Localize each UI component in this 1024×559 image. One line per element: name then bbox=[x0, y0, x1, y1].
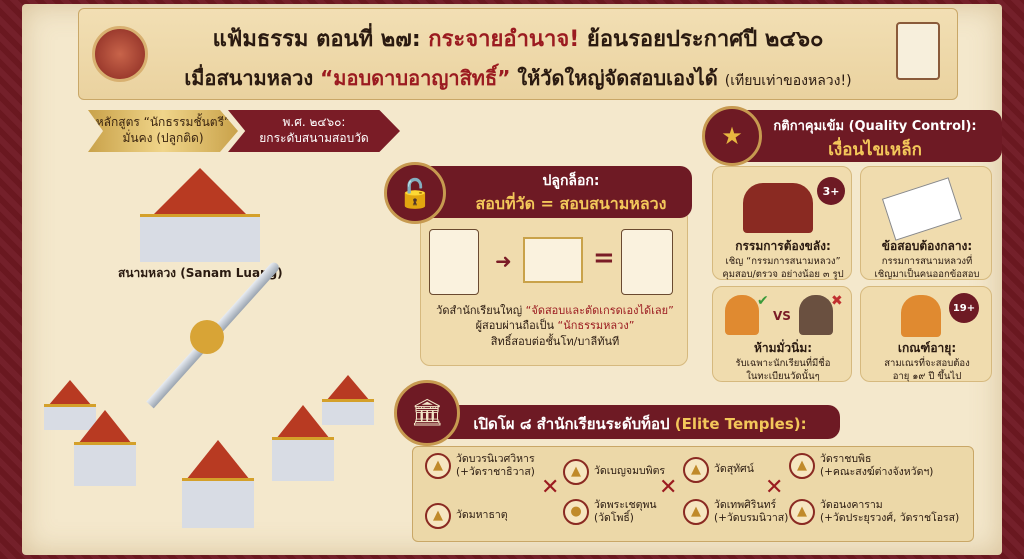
rule-card-exam: ข้อสอบต้องกลาง:กรรมการสนามหลวงที่เชิญมาเ… bbox=[860, 166, 992, 280]
page-subtitle: เมื่อสนามหลวง “มอบดาบอาญาสิทธิ์” ให้วัดใ… bbox=[184, 66, 852, 90]
sanam-luang-label: สนามหลวง (Sanam Luang) bbox=[118, 266, 283, 280]
unlock-line-1: วัดสำนักเรียนใหญ่ “จัดสอบและตัดเกรดเองได… bbox=[436, 304, 674, 317]
cross-icon: ✖ bbox=[831, 293, 843, 309]
timeline-step-1: หลักสูตร “นักธรรมชั้นตรี”มั่นคง (ปลูกติด… bbox=[88, 110, 238, 152]
certificate-icon bbox=[523, 237, 583, 283]
count-badge: 3+ bbox=[817, 177, 845, 205]
arrow-right-icon: ➜ bbox=[495, 249, 512, 273]
temple-icon: ▲ bbox=[683, 499, 709, 526]
unlock-badge: 🔓 bbox=[384, 162, 446, 224]
temple-icon bbox=[268, 405, 338, 485]
royal-emblem-icon bbox=[92, 26, 148, 82]
quality-header: กติกาคุมเข้ม (Quality Control):เงื่อนไขเ… bbox=[718, 110, 1002, 162]
novice-monk-icon bbox=[901, 295, 941, 337]
temple-icon bbox=[318, 375, 378, 425]
institution-building-icon: 🏛 bbox=[410, 398, 444, 428]
temple-icon: ▲ bbox=[789, 499, 815, 526]
rule-card-registration: ✔ VS ✖ ห้ามมั่วนิ่ม:รับเฉพาะนักเรียนที่ม… bbox=[712, 286, 852, 382]
temple-item: ▲วัดเทพศิรินทร์(+วัดบรมนิวาส) bbox=[683, 499, 788, 526]
stupa-icon: ▲ bbox=[789, 453, 815, 480]
unlocked-padlock-icon: 🔓 bbox=[397, 176, 433, 210]
temple-scroll-icon bbox=[429, 229, 479, 295]
check-icon: ✔ bbox=[757, 293, 769, 309]
stupa-icon: ▲ bbox=[425, 453, 451, 480]
monk-approved-icon bbox=[725, 295, 759, 335]
temple-item: ▲วัดบวรนิเวศวิหาร(+วัดราชาธิวาส) bbox=[425, 453, 535, 480]
exchange-arrows-icon: ✕ bbox=[659, 475, 678, 500]
equals-sign: = bbox=[593, 243, 615, 273]
title-banner: แฟ้มธรรม ตอนที่ ๒๗: กระจายอำนาจ! ย้อนรอย… bbox=[78, 8, 958, 100]
temple-item: ●วัดพระเชตุพน(วัดโพธิ์) bbox=[563, 499, 657, 526]
page-title: แฟ้มธรรม ตอนที่ ๒๗: กระจายอำนาจ! ย้อนรอย… bbox=[212, 27, 824, 52]
unlock-line-2: ผู้สอบผ่านถือเป็น “นักธรรมหลวง” bbox=[475, 319, 635, 333]
temple-icon: ▲ bbox=[425, 503, 451, 529]
rule-card-age: 19+ เกณฑ์อายุ:สามเณรที่จะสอบต้องอายุ ๑๙ … bbox=[860, 286, 992, 382]
unlock-line-3: สิทธิ์สอบต่อชั้นโท/บาลีทันที bbox=[490, 334, 620, 348]
exchange-arrows-icon: ✕ bbox=[541, 475, 560, 500]
temple-icon: ▲ bbox=[563, 459, 589, 485]
buddha-icon: ● bbox=[563, 499, 589, 526]
unlock-header: ปลูกล็อก:สอบที่วัด = สอบสนามหลวง bbox=[410, 166, 692, 218]
royal-seal-scroll-icon bbox=[621, 229, 673, 295]
timeline-step-2: พ.ศ. ๒๔๖๐:ยกระดับสนามสอบวัด bbox=[228, 110, 400, 152]
sanam-luang-temple-icon bbox=[140, 168, 260, 263]
temple-icon bbox=[70, 410, 140, 490]
temple-item: ▲วัดอนงคาราม(+วัดประยุรวงศ์, วัดราชโอรส) bbox=[789, 499, 959, 526]
elite-temple-list: ▲วัดบวรนิเวศวิหาร(+วัดราชาธิวาส) ▲วัดมหา… bbox=[412, 446, 974, 542]
stupa-icon: ▲ bbox=[683, 457, 709, 483]
temple-icon bbox=[178, 440, 258, 530]
elite-badge: 🏛 bbox=[394, 380, 460, 446]
rule-card-committee: 3+ กรรมการต้องขลัง:เชิญ “กรรมการสนามหลวง… bbox=[712, 166, 852, 280]
unlock-card: ➜ = วัดสำนักเรียนใหญ่ “จัดสอบและตัดเกรดเ… bbox=[420, 208, 688, 366]
temple-item: ▲วัดเบญจมบพิตร bbox=[563, 459, 665, 485]
shield-star-icon: ★ bbox=[721, 122, 743, 150]
temple-item: ▲วัดราชบพิธ(+คณะสงฆ์ต่างจังหวัดฯ) bbox=[789, 453, 933, 480]
stamped-document-icon bbox=[881, 177, 963, 241]
temple-icon bbox=[40, 380, 100, 430]
age-badge: 19+ bbox=[949, 293, 979, 323]
temple-item: ▲วัดมหาธาตุ bbox=[425, 503, 508, 529]
quality-badge: ★ bbox=[702, 106, 762, 166]
elite-header: เปิดโผ ๘ สำนักเรียนระดับท็อป (Elite Temp… bbox=[420, 405, 840, 439]
scroll-document-icon bbox=[896, 22, 940, 80]
exchange-arrows-icon: ✕ bbox=[765, 475, 784, 500]
committee-monks-icon bbox=[743, 183, 813, 233]
sword-hilt-icon bbox=[190, 320, 224, 354]
monk-rejected-icon bbox=[799, 295, 833, 335]
temple-item: ▲วัดสุทัศน์ bbox=[683, 457, 754, 483]
